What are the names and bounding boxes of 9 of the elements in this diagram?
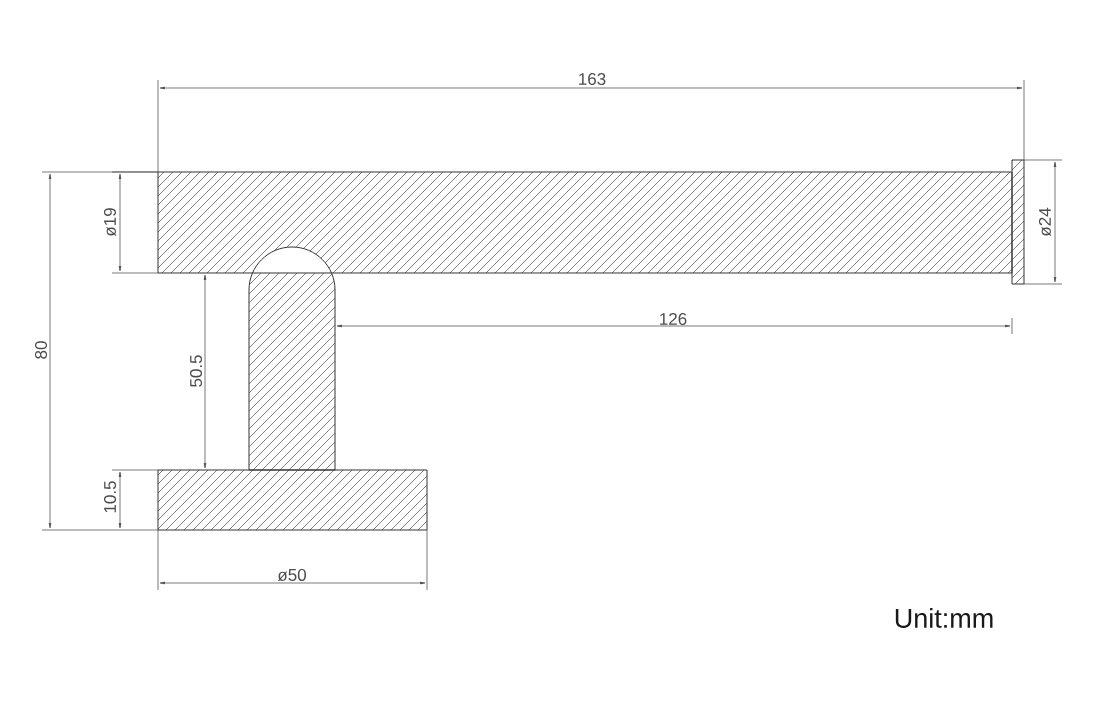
- dimension-text: 50.5: [190, 355, 203, 387]
- dimension-text: ø19: [103, 208, 117, 237]
- dimension-text: 10.5: [104, 481, 117, 513]
- dimension-text: ø50: [277, 568, 306, 582]
- dimension-text: 80: [35, 341, 48, 359]
- dimension-text: ø24: [1038, 207, 1052, 237]
- dimension-text: 163: [579, 73, 606, 85]
- dimension-text: 126: [660, 313, 687, 325]
- unit-note: Unit:mm: [895, 608, 993, 628]
